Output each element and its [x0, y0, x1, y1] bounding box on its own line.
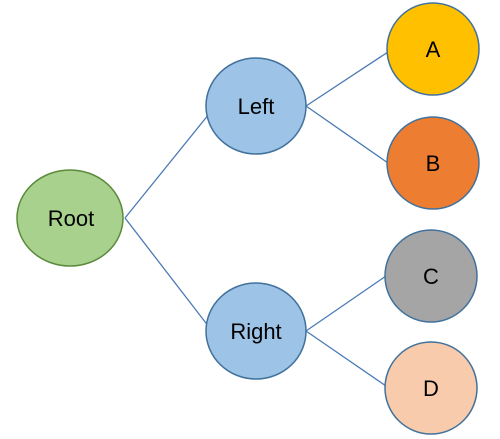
edge-root-left [124, 113, 210, 219]
node-left: Left [205, 57, 307, 155]
node-c-label: C [423, 264, 439, 289]
node-d-circle [384, 341, 478, 435]
node-c-circle [384, 229, 478, 323]
node-root-circle [16, 169, 124, 267]
edge-right-c [305, 275, 387, 332]
node-d: D [384, 341, 478, 435]
node-root-label: Root [48, 206, 94, 231]
node-b: B [386, 116, 480, 210]
node-a-label: A [426, 37, 441, 62]
node-right: Right [205, 282, 307, 380]
edge-left-b [305, 105, 389, 164]
node-left-circle [205, 57, 307, 155]
edge-left-a [305, 51, 389, 107]
node-b-label: B [426, 151, 441, 176]
node-right-circle [205, 282, 307, 380]
edge-right-d [305, 330, 387, 387]
node-b-circle [386, 116, 480, 210]
node-left-label: Left [238, 94, 275, 119]
node-a: A [386, 2, 480, 96]
node-right-label: Right [230, 319, 281, 344]
node-root: Root [16, 169, 124, 267]
node-c: C [384, 229, 478, 323]
node-d-label: D [423, 376, 439, 401]
edge-root-right [124, 217, 210, 328]
node-a-circle [386, 2, 480, 96]
